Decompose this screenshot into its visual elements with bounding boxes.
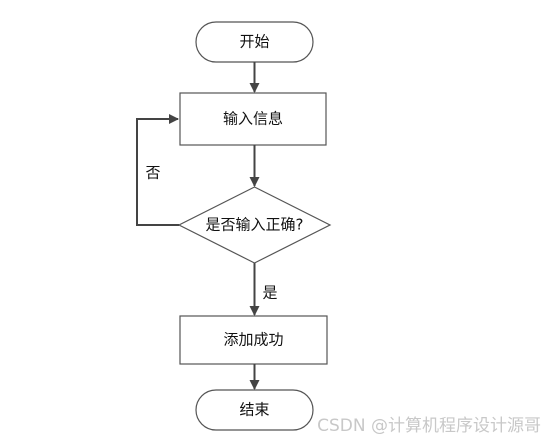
end-node: 结束 — [195, 389, 314, 431]
end-label: 结束 — [239, 401, 269, 419]
input-node: 输入信息 — [179, 92, 327, 146]
arrow-no-loop — [136, 114, 179, 226]
watermark-text: CSDN @计算机程序设计源哥 — [317, 416, 541, 436]
no-label: 否 — [145, 164, 160, 182]
success-node: 添加成功 — [179, 315, 328, 365]
yes-label: 是 — [262, 284, 277, 302]
input-label: 输入信息 — [223, 110, 283, 128]
start-node: 开始 — [195, 21, 314, 63]
decision-label: 是否输入正确? — [206, 216, 304, 234]
start-label: 开始 — [239, 33, 269, 51]
decision-node: 是否输入正确? — [177, 186, 332, 264]
success-label: 添加成功 — [223, 331, 283, 349]
